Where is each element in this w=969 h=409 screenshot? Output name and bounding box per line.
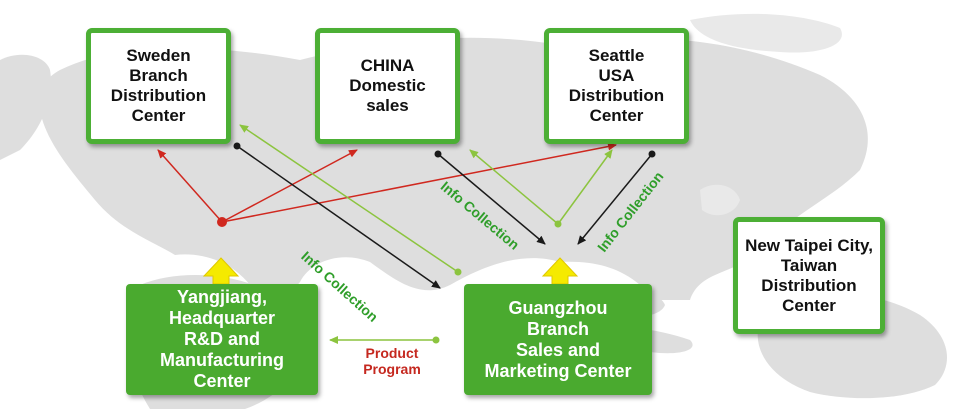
guangzhou-up-marker	[541, 257, 579, 285]
guangzhou-top-dot	[554, 220, 562, 228]
arrow-guangzhou-to-sweden	[239, 124, 459, 273]
map-landmass-japan	[700, 184, 740, 216]
arrow-yangjiang-to-seattle	[221, 142, 617, 223]
seattle-right-source-dot	[648, 150, 656, 158]
guangzhou-left-dot	[454, 268, 462, 276]
map-landmass-north-america	[0, 54, 51, 160]
arrow-seattle-right-to-guangzhou	[577, 153, 653, 245]
arrow-guangzhou-to-seattle-left	[469, 149, 559, 225]
box-taipei: New Taipei City, Taiwan Distribution Cen…	[733, 217, 885, 334]
arrow-yangjiang-to-china	[221, 149, 358, 223]
yangjiang-up-marker	[202, 257, 240, 285]
arrow-sweden-to-guangzhou	[236, 145, 441, 289]
arrow-yangjiang-to-sweden	[157, 149, 223, 223]
arrow-guangzhou-to-seattle-right	[557, 149, 613, 225]
guangzhou-side-dot	[432, 336, 440, 344]
label-product-program: Product Program	[363, 345, 421, 377]
box-seattle: Seattle USA Distribution Center	[544, 28, 689, 144]
box-guangzhou: Guangzhou Branch Sales and Marketing Cen…	[464, 284, 652, 395]
arrow-seattle-left-to-guangzhou	[437, 153, 546, 245]
box-sweden: Sweden Branch Distribution Center	[86, 28, 231, 144]
box-yangjiang: Yangjiang, Headquarter R&D and Manufactu…	[126, 284, 318, 395]
yangjiang-hub-dot	[217, 217, 227, 227]
map-landmass-greenland	[690, 13, 842, 53]
sweden-source-dot	[233, 142, 241, 150]
box-china: CHINA Domestic sales	[315, 28, 460, 144]
seattle-left-source-dot	[434, 150, 442, 158]
